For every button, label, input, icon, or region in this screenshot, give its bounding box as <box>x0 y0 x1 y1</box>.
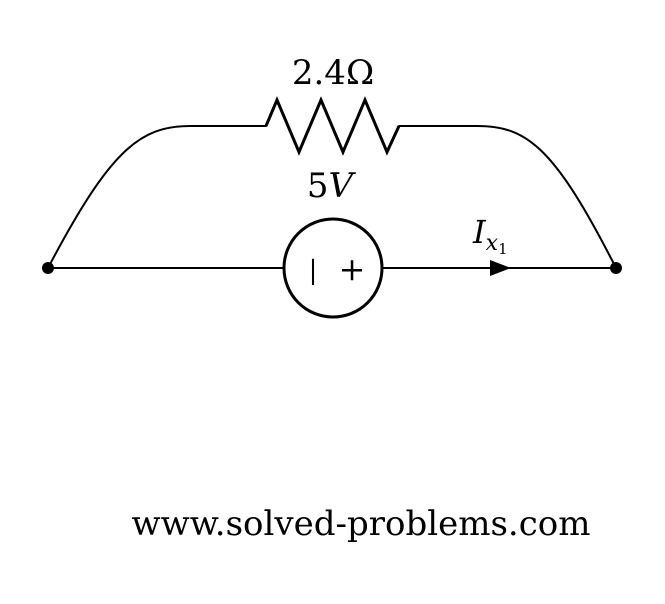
polarity-minus-mark: | <box>309 256 318 286</box>
resistor-zigzag <box>264 96 401 156</box>
resistor-value: 2.4 <box>292 53 346 93</box>
left-terminal-node <box>42 262 54 274</box>
current-sub-subscript: 1 <box>498 240 508 258</box>
top-right-wire <box>398 125 617 269</box>
current-subscript: x <box>486 231 499 256</box>
voltage-value: 5 <box>307 166 329 206</box>
top-left-wire <box>47 125 267 269</box>
current-label: Ix1 <box>472 213 508 258</box>
polarity-plus-mark: + <box>339 250 366 288</box>
voltage-source-label: 5V <box>307 166 357 206</box>
resistor-label: 2.4Ω <box>292 53 374 93</box>
voltage-source-circle <box>282 217 384 319</box>
current-arrow <box>490 260 511 276</box>
resistor-unit: Ω <box>346 53 374 93</box>
website-watermark: www.solved-problems.com <box>131 504 591 544</box>
voltage-unit: V <box>329 166 357 206</box>
right-terminal-node <box>610 262 622 274</box>
current-symbol: I <box>472 213 487 251</box>
